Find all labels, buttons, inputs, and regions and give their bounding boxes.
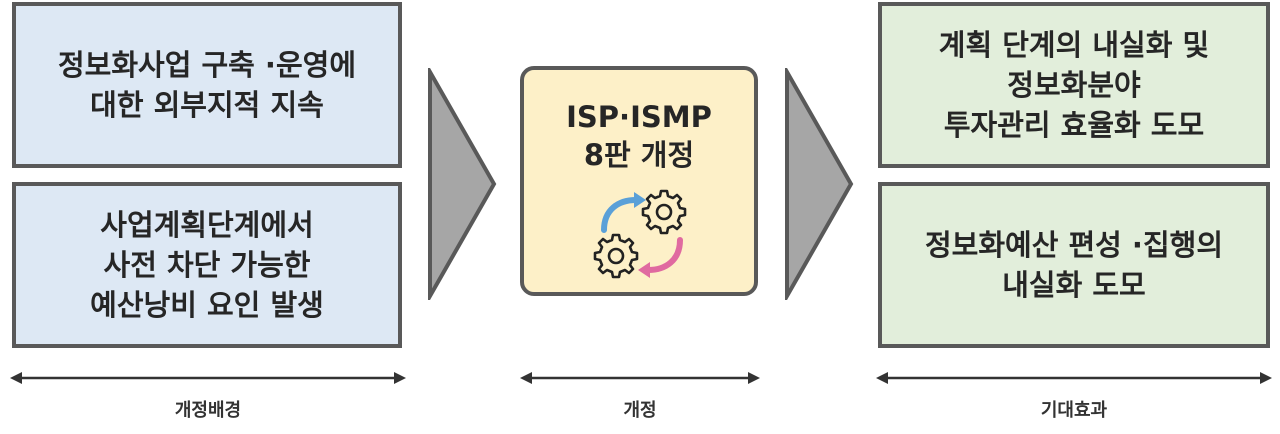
- expected-effect-box-2: 정보화예산 편성 ·집행의 내실화 도모: [878, 182, 1270, 348]
- revision-title: ISP·ISMP 8판 개정: [566, 100, 712, 172]
- revision-box: ISP·ISMP 8판 개정: [520, 66, 758, 296]
- background-issue-text-1: 정보화사업 구축 ·운영에 대한 외부지적 지속: [57, 48, 356, 122]
- effects-span-arrow: [876, 372, 1272, 384]
- revision-label: 개정: [623, 400, 657, 421]
- flow-chevron-1: [428, 68, 497, 300]
- gears-cycle-icon: [593, 189, 687, 279]
- revision-span-arrow: [520, 372, 760, 384]
- background-issue-text-2: 사업계획단계에서 사전 차단 가능한 예산낭비 요인 발생: [90, 208, 324, 322]
- background-span-arrow: [10, 372, 406, 384]
- expected-effect-box-1: 계획 단계의 내실화 및 정보화분야 투자관리 효율화 도모: [878, 2, 1270, 168]
- flow-chevron-2: [785, 68, 854, 300]
- expected-effect-text-1: 계획 단계의 내실화 및 정보화분야 투자관리 효율화 도모: [938, 28, 1210, 142]
- effects-label: 기대효과: [1040, 400, 1108, 421]
- background-label: 개정배경: [174, 400, 242, 421]
- background-issue-box-2: 사업계획단계에서 사전 차단 가능한 예산낭비 요인 발생: [12, 182, 402, 348]
- expected-effect-text-2: 정보화예산 편성 ·집행의 내실화 도모: [924, 228, 1223, 302]
- background-issue-box-1: 정보화사업 구축 ·운영에 대한 외부지적 지속: [12, 2, 402, 168]
